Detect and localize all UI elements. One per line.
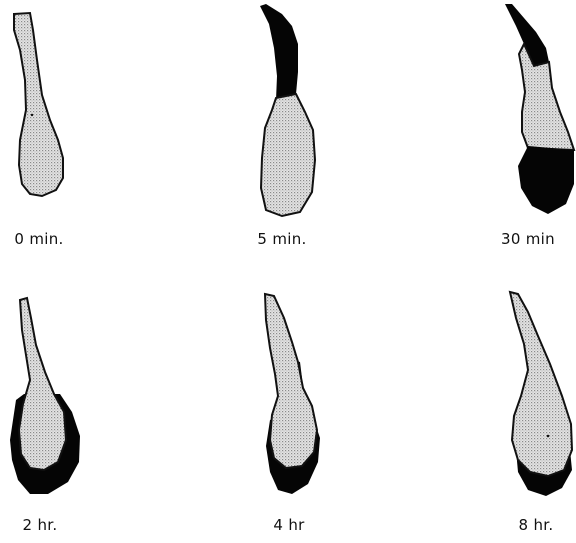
label-4-hr: 4 hr	[234, 516, 344, 534]
label-30-min: 30 min	[473, 230, 576, 248]
specimen-5-min	[260, 4, 315, 216]
label-2-hr: 2 hr.	[0, 516, 95, 534]
label-8-hr: 8 hr.	[481, 516, 576, 534]
specimen-30-min	[505, 4, 574, 214]
specimen-8-hr	[510, 292, 572, 496]
specimen-4-hr	[265, 294, 320, 494]
specimen-2-hr	[10, 298, 80, 494]
label-5-min: 5 min.	[227, 230, 337, 248]
specimen-0-min	[14, 13, 63, 196]
label-0-min: 0 min.	[0, 230, 94, 248]
